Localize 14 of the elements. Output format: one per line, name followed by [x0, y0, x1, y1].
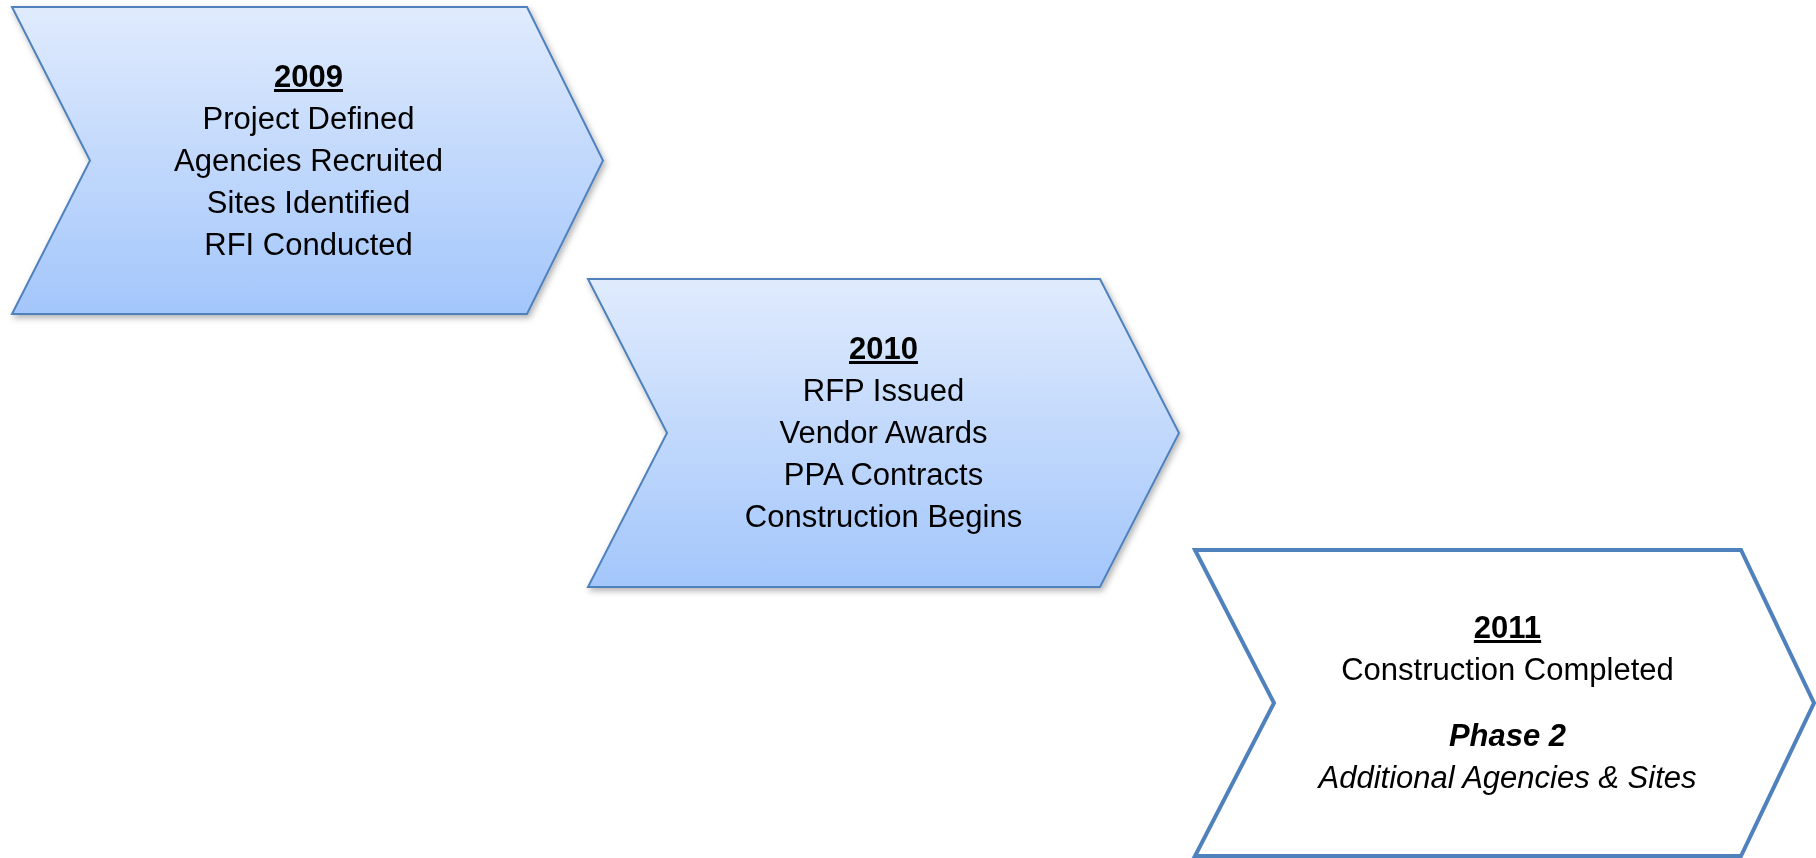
milestone-text: Construction Completed — [1341, 651, 1674, 689]
milestone-text: RFI Conducted — [204, 225, 413, 264]
milestone-text: Project Defined — [202, 99, 415, 138]
milestone-text: Construction Begins — [744, 498, 1023, 536]
year-heading: 2011 — [1473, 609, 1542, 647]
milestone-text: Agencies Recruited — [174, 141, 443, 180]
milestone-text: Sites Identified — [206, 183, 411, 222]
year-heading: 2010 — [849, 330, 918, 368]
milestone-text: Vendor Awards — [779, 414, 988, 452]
milestone-text: Additional Agencies & Sites — [1318, 759, 1697, 797]
milestone-text: PPA Contracts — [783, 456, 984, 494]
milestone-text: RFP Issued — [802, 372, 965, 410]
phase-heading: Phase 2 — [1448, 717, 1567, 755]
year-heading: 2009 — [274, 57, 343, 96]
